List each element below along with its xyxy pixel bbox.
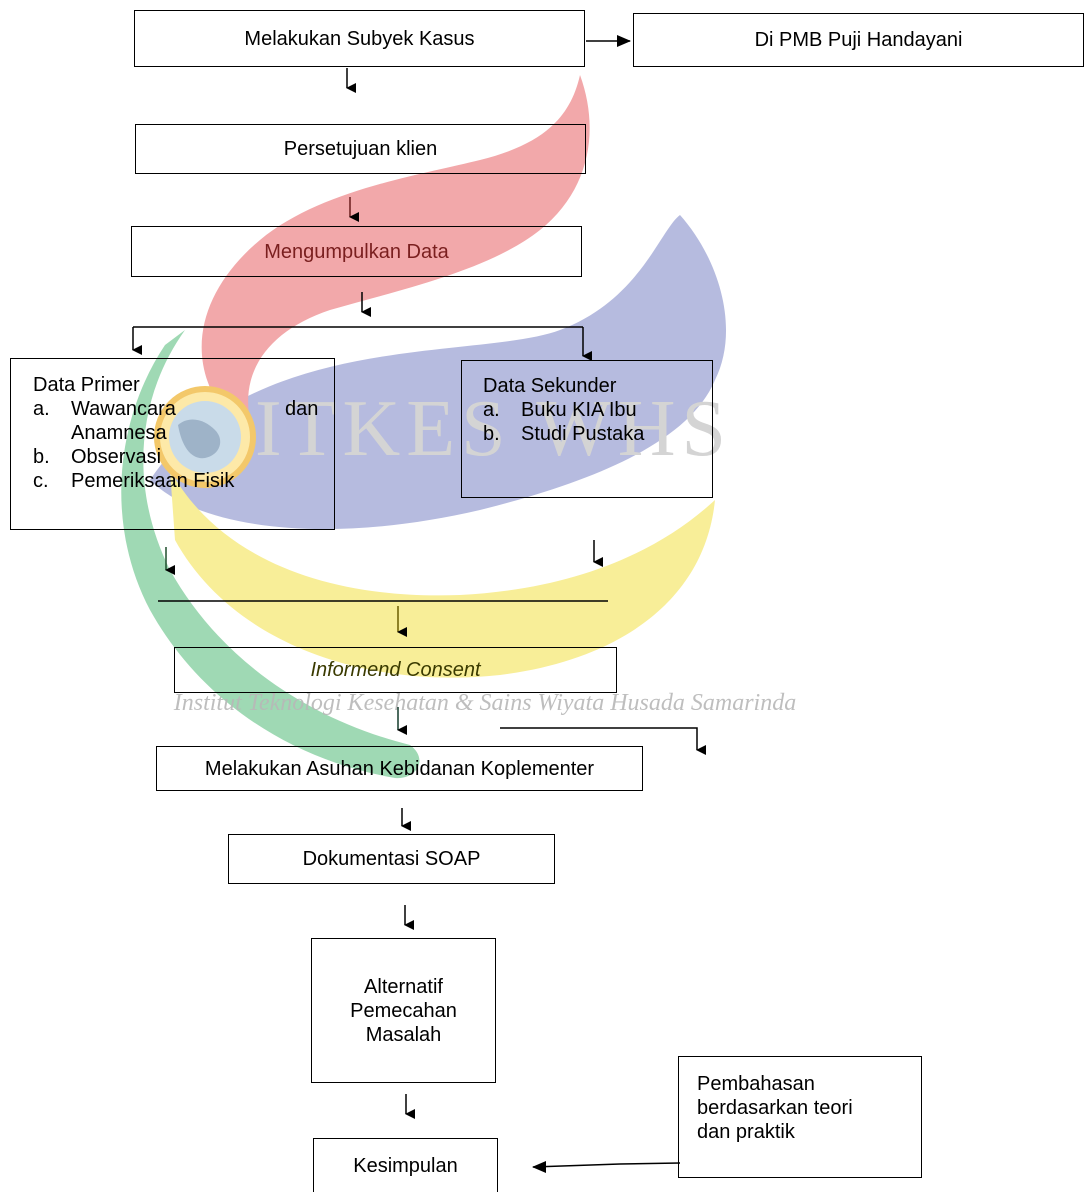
node-mengumpulkan-data-label: Mengumpulkan Data — [264, 240, 449, 263]
data-sekunder-item-text: Buku KIA Ibu — [521, 399, 637, 421]
node-persetujuan-label: Persetujuan klien — [283, 138, 438, 160]
node-data-sekunder: Data Sekunder a. Buku KIA Ibu b. Studi P… — [461, 360, 713, 498]
data-primer-item: a. Wawancara dan Anamnesa — [33, 397, 334, 445]
node-pembahasan-line: Pembahasan — [697, 1073, 815, 1095]
node-dokumentasi-label: Dokumentasi SOAP — [302, 848, 481, 870]
arrow-alternatif-to-pembahasan — [500, 727, 706, 755]
data-primer-item-marker: a. — [33, 398, 50, 420]
data-sekunder-item-marker: a. — [483, 399, 500, 421]
node-kesimpulan-label: Kesimpulan — [353, 1154, 458, 1177]
watermark-globe-land — [178, 419, 221, 459]
node-subyek-kasus: Melakukan Subyek Kasus — [134, 10, 585, 67]
node-data-primer: Data Primer a. Wawancara dan Anamnesa b.… — [10, 358, 335, 530]
node-asuhan-label: Melakukan Asuhan Kebidanan Koplementer — [204, 757, 595, 780]
data-primer-item-text-cont: Anamnesa — [71, 422, 167, 444]
data-primer-title: Data Primer — [33, 374, 140, 396]
watermark-yellow-crescent — [170, 470, 715, 678]
node-asuhan: Melakukan Asuhan Kebidanan Koplementer — [156, 746, 643, 791]
node-mengumpulkan-data: Mengumpulkan Data — [131, 226, 582, 277]
data-sekunder-item-marker: b. — [483, 423, 500, 445]
node-alternatif-line: Masalah — [365, 1023, 442, 1046]
node-kesimpulan: Kesimpulan — [313, 1138, 498, 1192]
watermark-green-arc — [121, 330, 420, 779]
node-pembahasan: Pembahasan berdasarkan teori dan praktik — [678, 1056, 922, 1178]
data-primer-item-text-right: dan — [285, 398, 319, 420]
watermark-blue-swoosh — [150, 215, 727, 530]
data-primer-item-marker: b. — [33, 446, 50, 468]
node-dokumentasi: Dokumentasi SOAP — [228, 834, 555, 884]
node-informed-consent-label: Informend Consent — [310, 659, 481, 681]
data-sekunder-item-text: Studi Pustaka — [521, 423, 645, 445]
node-lokasi: Di PMB Puji Handayani — [633, 13, 1084, 67]
arrow-pembahasan-to-kesimpulan — [532, 1161, 681, 1173]
data-primer-item-text: Wawancara — [71, 398, 176, 420]
watermark-institution-arc: Institut Teknologi Kesehatan & Sains Wiy… — [173, 690, 797, 716]
node-alternatif-line: Alternatif — [364, 975, 443, 998]
data-sekunder-item: b. Studi Pustaka — [483, 422, 712, 446]
data-primer-item-text: Pemeriksaan Fisik — [71, 470, 235, 492]
node-subyek-kasus-label: Melakukan Subyek Kasus — [244, 27, 475, 50]
data-primer-item: c. Pemeriksaan Fisik — [33, 469, 334, 493]
data-sekunder-list: a. Buku KIA Ibu b. Studi Pustaka — [483, 398, 712, 446]
data-primer-item-marker: c. — [33, 470, 49, 492]
node-pembahasan-line: berdasarkan teori — [697, 1097, 853, 1119]
data-primer-item: b. Observasi — [33, 445, 334, 469]
node-persetujuan: Persetujuan klien — [135, 124, 586, 174]
node-alternatif: Alternatif Pemecahan Masalah — [311, 938, 496, 1083]
node-informed-consent: Informend Consent — [174, 647, 617, 693]
node-pembahasan-line: dan praktik — [697, 1121, 795, 1143]
data-sekunder-item: a. Buku KIA Ibu — [483, 398, 712, 422]
watermark-red-flame — [201, 75, 590, 420]
data-sekunder-title: Data Sekunder — [483, 375, 617, 397]
data-primer-list: a. Wawancara dan Anamnesa b. Observasi c… — [33, 397, 334, 493]
node-lokasi-label: Di PMB Puji Handayani — [754, 29, 963, 51]
watermark-brand-text: ITKES WHS — [255, 385, 732, 473]
data-primer-item-text: Observasi — [71, 446, 162, 468]
node-alternatif-line: Pemecahan — [350, 999, 457, 1022]
